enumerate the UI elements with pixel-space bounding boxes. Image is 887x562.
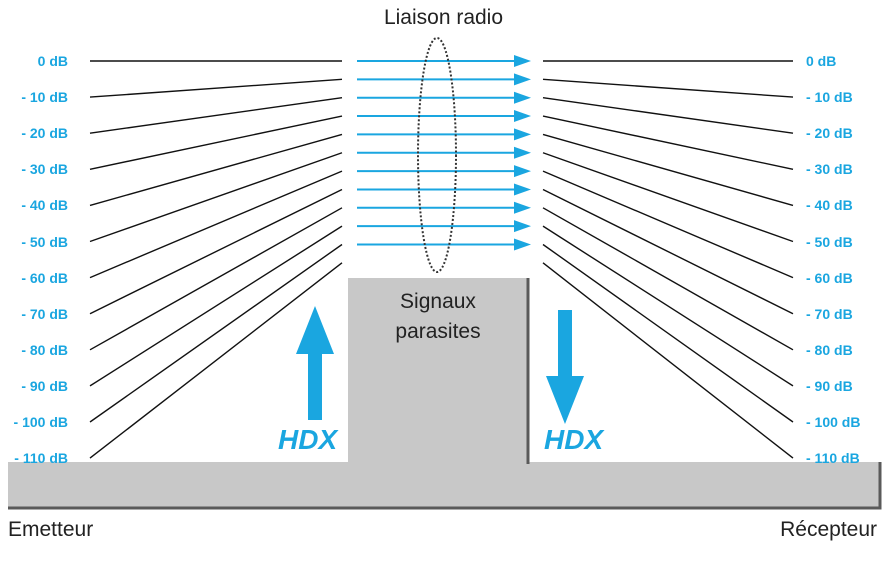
noise-block-face — [348, 278, 528, 464]
emitter-db-label: - 80 dB — [21, 341, 68, 358]
signal-arrowhead — [514, 55, 531, 67]
receiver-db-label: - 20 dB — [806, 125, 853, 142]
signal-arrowhead — [514, 238, 531, 251]
signal-arrowhead — [514, 201, 531, 214]
hdx-label-right: HDX — [544, 424, 604, 455]
noise-block — [348, 278, 530, 464]
signal-arrowhead — [514, 146, 531, 159]
arrow-up-icon — [296, 306, 334, 420]
emitter-level-line — [89, 225, 343, 387]
noise-label: Signaux parasites — [352, 287, 524, 347]
signal-arrowhead — [514, 128, 531, 141]
emitter-level-line — [89, 133, 343, 207]
floor-shadow — [8, 462, 882, 510]
emitter-level-line — [89, 170, 343, 279]
receiver-level-line — [542, 262, 794, 459]
emitter-db-label: - 110 dB — [14, 450, 68, 467]
receiver-level-line — [542, 133, 794, 207]
emitter-level-line — [89, 262, 343, 459]
receiver-db-label: - 50 dB — [806, 233, 853, 250]
emitter-db-label: - 50 dB — [21, 233, 68, 250]
signal-arrowhead — [514, 110, 531, 123]
signal-arrowhead — [514, 183, 531, 196]
receiver-level-line — [542, 152, 794, 243]
receiver-db-label: - 10 dB — [806, 89, 853, 106]
receiver-db-label: - 60 dB — [806, 269, 853, 286]
emitter-level-line — [89, 188, 343, 315]
receiver-label: Récepteur — [780, 518, 877, 541]
emitter-db-label: - 90 dB — [21, 377, 68, 394]
emitter-db-label: - 30 dB — [21, 161, 68, 178]
receiver-level-line — [542, 78, 794, 98]
floor-face — [8, 462, 880, 508]
signal-arrowhead — [514, 165, 531, 178]
receiver-level-line — [542, 170, 794, 279]
receiver-level-line — [542, 188, 794, 315]
signal-arrowhead — [514, 73, 531, 86]
signal-arrowhead — [514, 220, 531, 233]
emitter-level-line — [89, 78, 343, 98]
signal-arrowhead — [514, 91, 531, 104]
emitter-level-line — [89, 152, 343, 243]
emitter-db-label: - 10 dB — [21, 89, 68, 106]
emitter-db-label: - 100 dB — [13, 414, 68, 430]
emitter-db-label: - 70 dB — [21, 305, 68, 322]
receiver-db-label: - 80 dB — [806, 341, 853, 358]
emitter-lines — [89, 60, 343, 459]
signal-arrows — [357, 55, 531, 251]
dotted-ellipse-icon — [417, 37, 457, 273]
emitter-db-label: - 20 dB — [21, 125, 68, 142]
receiver-level-line — [542, 97, 794, 134]
emitter-level-line — [89, 207, 343, 351]
receiver-db-label: - 100 dB — [806, 414, 861, 430]
emitter-db-label: - 40 dB — [21, 197, 68, 214]
hdx-label-left: HDX — [278, 424, 338, 455]
emitter-db-label: 0 dB — [37, 53, 68, 69]
receiver-level-line — [542, 207, 794, 351]
noise-label-line-1: Signaux — [400, 290, 476, 313]
receiver-db-label: - 30 dB — [806, 161, 853, 178]
receiver-level-line — [542, 243, 794, 423]
emitter-level-line — [89, 115, 343, 170]
emitter-label: Emetteur — [8, 518, 94, 541]
receiver-level-line — [542, 225, 794, 387]
arrow-down-icon — [546, 310, 584, 424]
receiver-db-label: - 40 dB — [806, 197, 853, 214]
emitter-level-line — [89, 243, 343, 423]
radio-link-title: Liaison radio — [383, 6, 504, 29]
noise-label-line-2: parasites — [395, 320, 481, 343]
emitter-db-label: - 60 dB — [21, 269, 68, 286]
receiver-db-label: - 90 dB — [806, 377, 853, 394]
floor-block — [8, 462, 882, 510]
receiver-lines — [542, 60, 794, 459]
receiver-db-label: - 110 dB — [806, 450, 860, 467]
emitter-level-line — [89, 97, 343, 134]
receiver-db-label: - 70 dB — [806, 305, 853, 322]
receiver-db-label: 0 dB — [806, 53, 837, 69]
receiver-level-line — [542, 115, 794, 170]
